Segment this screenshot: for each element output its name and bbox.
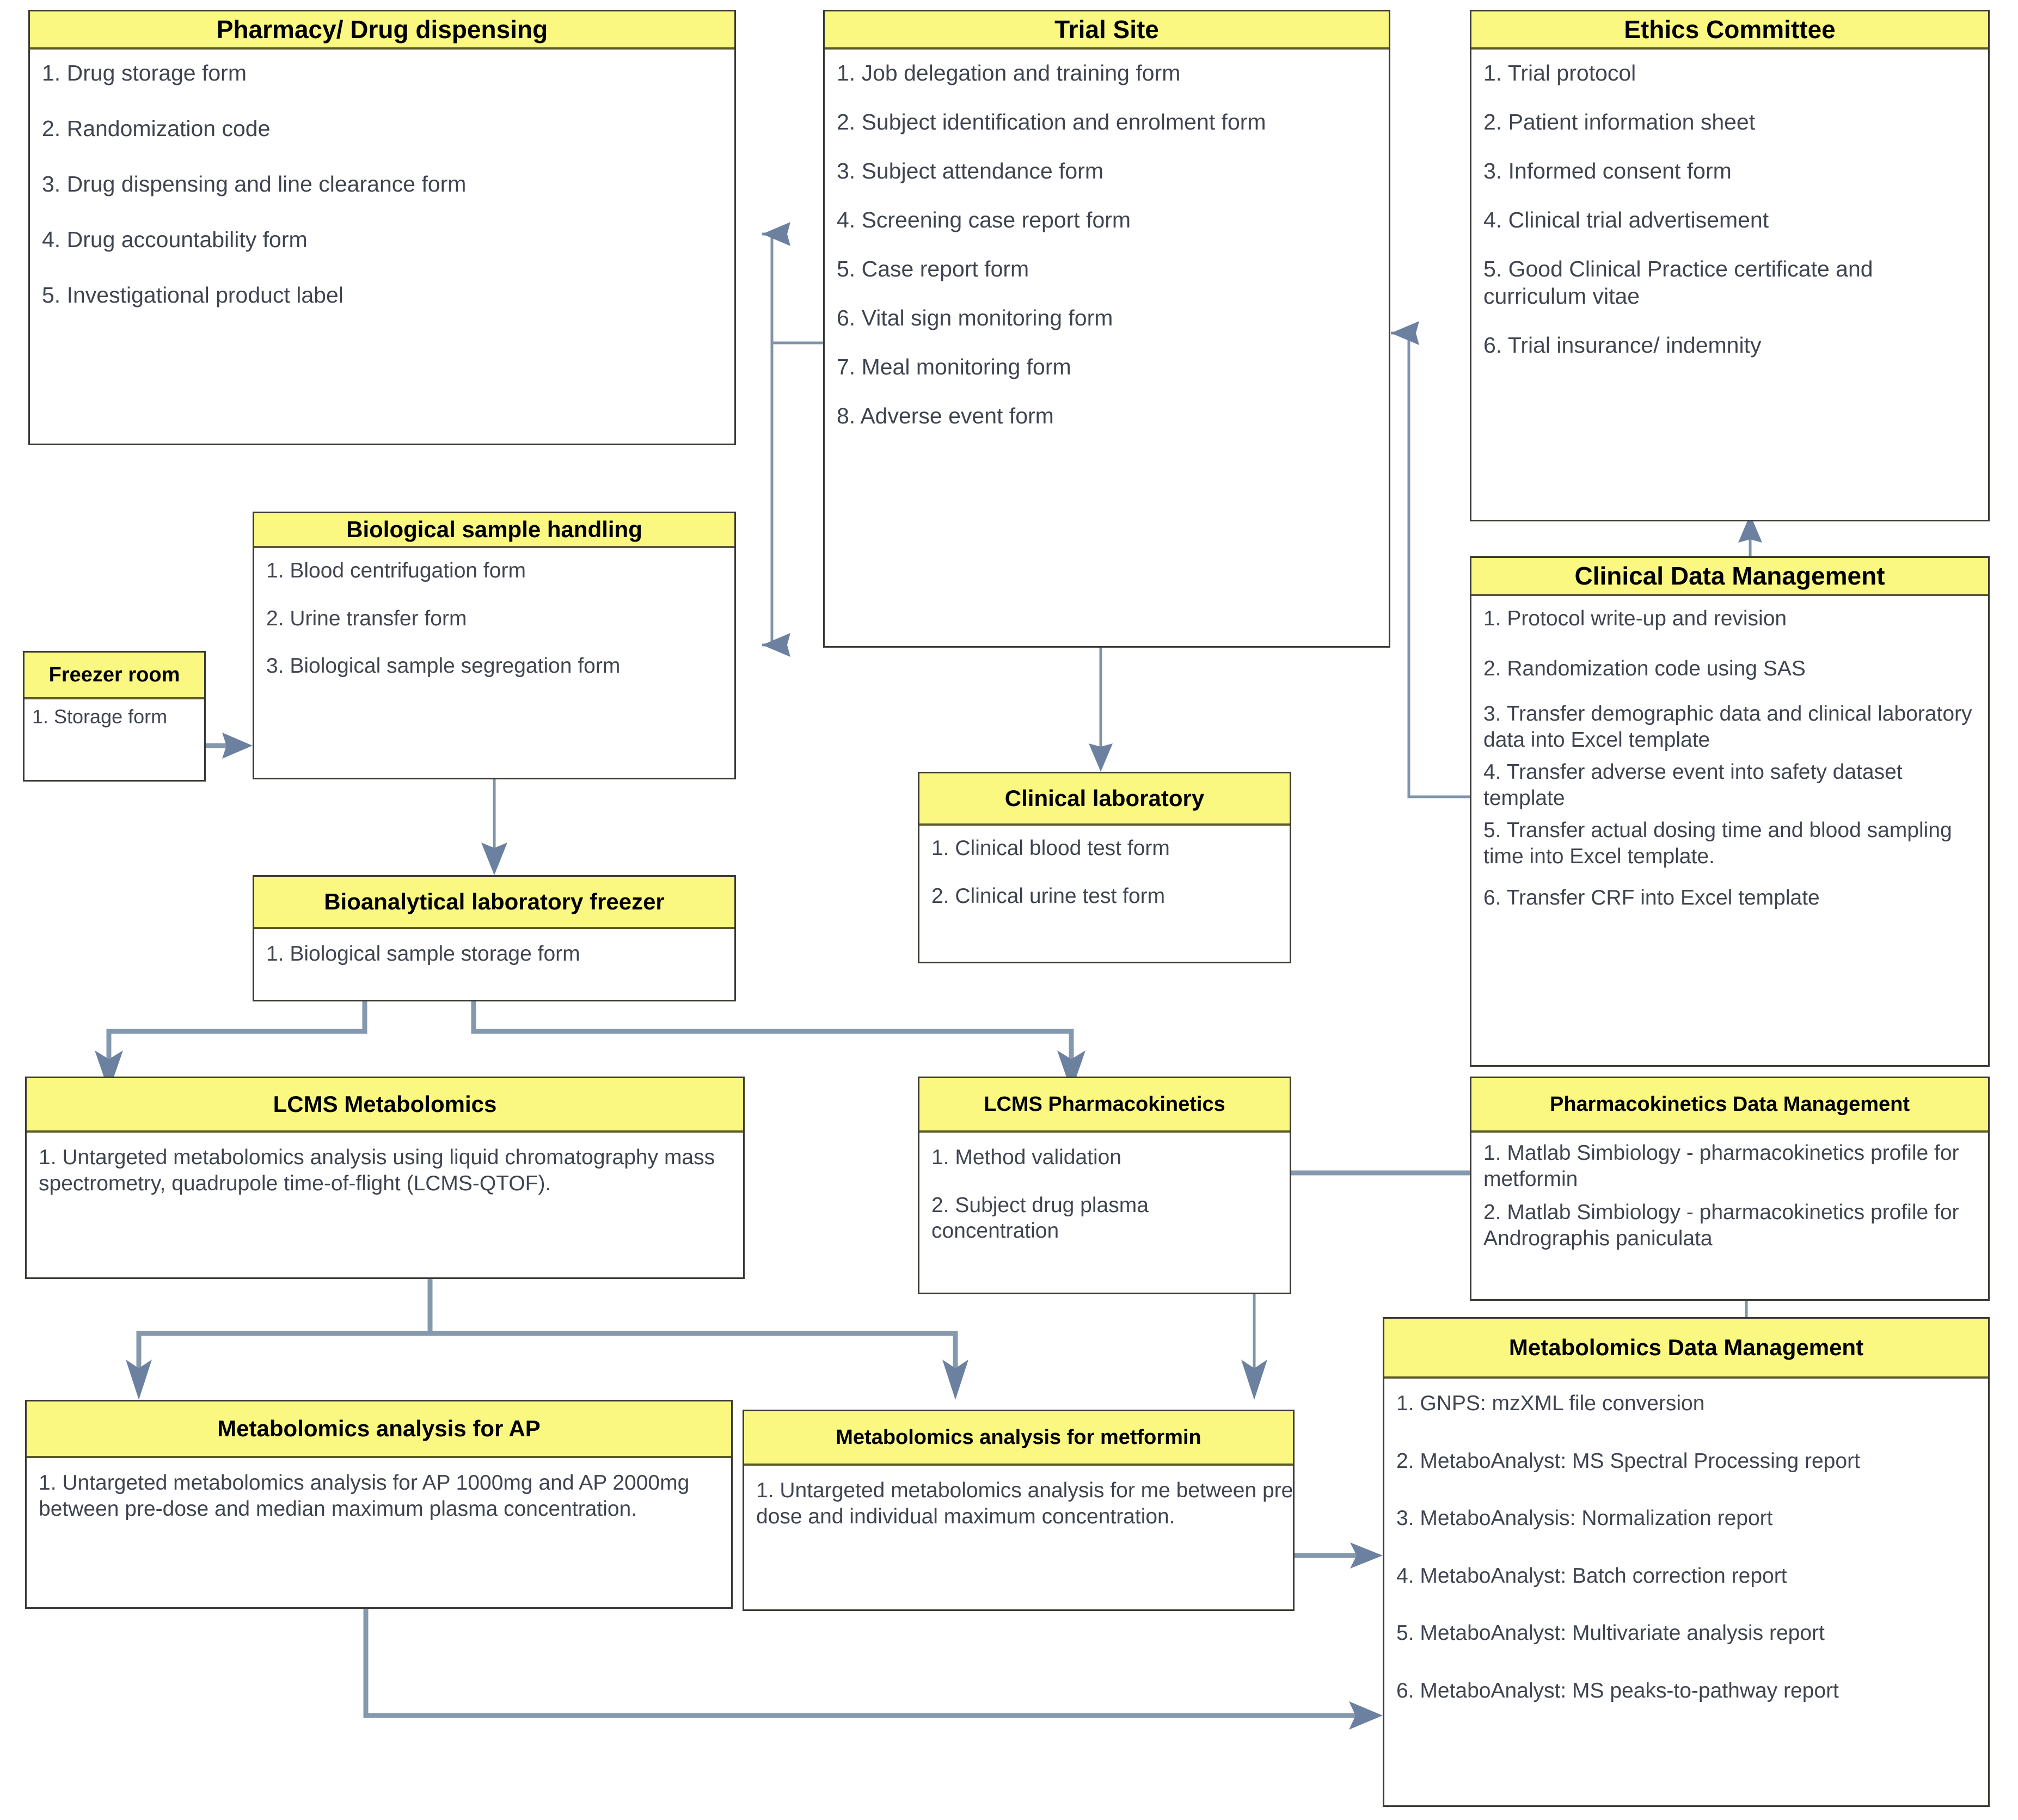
list-item: 4. Screening case report form — [837, 207, 1131, 233]
list-item: 2. Patient information sheet — [1483, 109, 1756, 135]
list-item: 1. Matlab Simbiology - pharmacokinetics … — [1483, 1141, 1965, 1191]
node-body: 1. Trial protocol 2. Patient information… — [1471, 50, 1988, 520]
node-body: 1. Untargeted metabolomics analysis for … — [27, 1458, 731, 1607]
list-item: 1. Untargeted metabolomics analysis usin… — [39, 1146, 721, 1195]
list-item: 1. Storage form — [32, 705, 168, 728]
node-body: 1. Drug storage form 2. Randomization co… — [30, 50, 734, 444]
list-item: 3. Drug dispensing and line clearance fo… — [42, 171, 467, 197]
list-item: 3. Biological sample segregation form — [266, 654, 621, 678]
node-pharmacokinetics-data-management[interactable]: Pharmacokinetics Data Management 1. Matl… — [1470, 1077, 1990, 1301]
list-item: 1. GNPS: mzXML file conversion — [1396, 1392, 1705, 1415]
connector-cdm-to-trialsite — [1391, 321, 1470, 798]
node-body: 1. Biological sample storage form — [254, 929, 734, 1000]
node-body: 1. Untargeted metabolomics analysis for … — [744, 1466, 1293, 1609]
node-title: Clinical Data Management — [1471, 558, 1988, 596]
list-item: 5. Transfer actual dosing time and blood… — [1483, 819, 1958, 869]
list-item: 5. Good Clinical Practice certificate an… — [1483, 256, 1879, 309]
connector-samplehandling-to-bioanalytical — [481, 779, 507, 875]
node-metabolomics-analysis-metformin[interactable]: Metabolomics analysis for metformin 1. U… — [743, 1410, 1295, 1611]
list-item: 6. Vital sign monitoring form — [837, 305, 1113, 331]
node-body: 1. Blood centrifugation form 2. Urine tr… — [254, 548, 734, 778]
node-clinical-laboratory[interactable]: Clinical laboratory 1. Clinical blood te… — [918, 772, 1291, 963]
list-item: 1. Job delegation and training form — [837, 60, 1181, 85]
node-metabolomics-data-management[interactable]: Metabolomics Data Management 1. GNPS: mz… — [1383, 1317, 1990, 1807]
list-item: 3. Transfer demographic data and clinica… — [1483, 702, 1978, 752]
list-item: 4. Clinical trial advertisement — [1483, 207, 1769, 233]
list-item: 3. Subject attendance form — [837, 158, 1104, 184]
list-item: 2. Matlab Simbiology - pharmacokinetics … — [1483, 1201, 1964, 1250]
node-title: Trial Site — [825, 11, 1389, 50]
node-title: Clinical laboratory — [919, 773, 1290, 826]
node-title: Bioanalytical laboratory freezer — [254, 877, 734, 929]
connector-freezerroom-to-samplehandling — [206, 733, 253, 759]
node-body: 1. Method validation 2. Subject drug pla… — [919, 1133, 1290, 1293]
connector-metformin-to-mdm — [1295, 1542, 1383, 1569]
node-trial-site[interactable]: Trial Site 1. Job delegation and trainin… — [823, 10, 1390, 648]
node-title: Metabolomics analysis for AP — [27, 1401, 731, 1458]
list-item: 1. Untargeted metabolomics analysis for … — [756, 1479, 1293, 1528]
list-item: 2. Urine transfer form — [266, 606, 467, 630]
connector-trialsite-to-clinicallab — [1089, 648, 1113, 772]
list-item: 5. MetaboAnalyst: Multivariate analysis … — [1396, 1621, 1825, 1645]
node-title: Biological sample handling — [254, 513, 734, 548]
node-body: 1. Job delegation and training form 2. S… — [825, 50, 1389, 646]
node-body: 1. GNPS: mzXML file conversion 2. Metabo… — [1384, 1379, 1988, 1805]
node-body: 1. Clinical blood test form 2. Clinical … — [919, 826, 1290, 962]
list-item: 2. Randomization code — [42, 116, 271, 142]
node-title: Pharmacy/ Drug dispensing — [30, 11, 734, 50]
list-item: 6. Transfer CRF into Excel template — [1483, 886, 1820, 909]
node-freezer-room[interactable]: Freezer room 1. Storage form — [23, 651, 206, 782]
node-title: LCMS Pharmacokinetics — [919, 1078, 1290, 1133]
node-body: 1. Matlab Simbiology - pharmacokinetics … — [1471, 1133, 1988, 1299]
list-item: 2. Clinical urine test form — [931, 884, 1166, 908]
list-item: 4. Drug accountability form — [42, 227, 308, 253]
list-item: 2. Subject drug plasma concentration — [931, 1193, 1155, 1243]
list-item: 1. Untargeted metabolomics analysis for … — [39, 1471, 696, 1521]
node-clinical-data-management[interactable]: Clinical Data Management 1. Protocol wri… — [1470, 556, 1990, 1067]
list-item: 7. Meal monitoring form — [837, 354, 1071, 380]
node-biological-sample-handling[interactable]: Biological sample handling 1. Blood cent… — [253, 512, 736, 779]
node-title: Pharmacokinetics Data Management — [1471, 1078, 1988, 1133]
list-item: 1. Blood centrifugation form — [266, 559, 526, 582]
node-pharmacy-drug-dispensing[interactable]: Pharmacy/ Drug dispensing 1. Drug storag… — [28, 10, 736, 445]
list-item: 5. Case report form — [837, 256, 1029, 282]
node-title: Ethics Committee — [1471, 11, 1988, 50]
list-item: 2. MetaboAnalyst: MS Spectral Processing… — [1396, 1449, 1860, 1473]
list-item: 8. Adverse event form — [837, 403, 1054, 429]
list-item: 2. Subject identification and enrolment … — [837, 109, 1266, 135]
list-item: 4. MetaboAnalyst: Batch correction repor… — [1396, 1564, 1787, 1588]
list-item: 6. Trial insurance/ indemnity — [1483, 333, 1762, 358]
node-title: Freezer room — [24, 653, 204, 699]
list-item: 3. Informed consent form — [1483, 158, 1732, 184]
node-lcms-pharmacokinetics[interactable]: LCMS Pharmacokinetics 1. Method validati… — [918, 1077, 1291, 1294]
list-item: 1. Biological sample storage form — [266, 942, 580, 966]
node-bioanalytical-laboratory-freezer[interactable]: Bioanalytical laboratory freezer 1. Biol… — [253, 875, 736, 1001]
list-item: 1. Method validation — [931, 1146, 1122, 1169]
node-title: LCMS Metabolomics — [27, 1078, 743, 1133]
list-item: 1. Clinical blood test form — [931, 837, 1170, 860]
connector-ap-to-mdm — [363, 1608, 1383, 1730]
connector-lcmsmet-to-analyses — [126, 1279, 968, 1400]
list-item: 4. Transfer adverse event into safety da… — [1483, 760, 1909, 810]
list-item: 2. Randomization code using SAS — [1483, 656, 1806, 680]
list-item: 1. Protocol write-up and revision — [1483, 607, 1787, 630]
list-item: 1. Drug storage form — [42, 60, 247, 85]
list-item: 5. Investigational product label — [42, 282, 344, 308]
node-title: Metabolomics analysis for metformin — [744, 1411, 1293, 1466]
node-title: Metabolomics Data Management — [1384, 1319, 1988, 1379]
list-item: 6. MetaboAnalyst: MS peaks-to-pathway re… — [1396, 1678, 1839, 1702]
node-body: 1. Protocol write-up and revision 2. Ran… — [1471, 596, 1988, 1065]
node-metabolomics-analysis-ap[interactable]: Metabolomics analysis for AP 1. Untarget… — [25, 1400, 733, 1609]
node-ethics-committee[interactable]: Ethics Committee 1. Trial protocol 2. Pa… — [1470, 10, 1990, 521]
list-item: 1. Trial protocol — [1483, 60, 1636, 85]
node-body: 1. Untargeted metabolomics analysis usin… — [27, 1133, 743, 1277]
list-item: 3. MetaboAnalysis: Normalization report — [1396, 1507, 1773, 1530]
node-lcms-metabolomics[interactable]: LCMS Metabolomics 1. Untargeted metabolo… — [25, 1077, 745, 1279]
connector-trialsite-to-pharmacy-and-sample — [762, 222, 823, 657]
node-body: 1. Storage form — [24, 699, 204, 780]
